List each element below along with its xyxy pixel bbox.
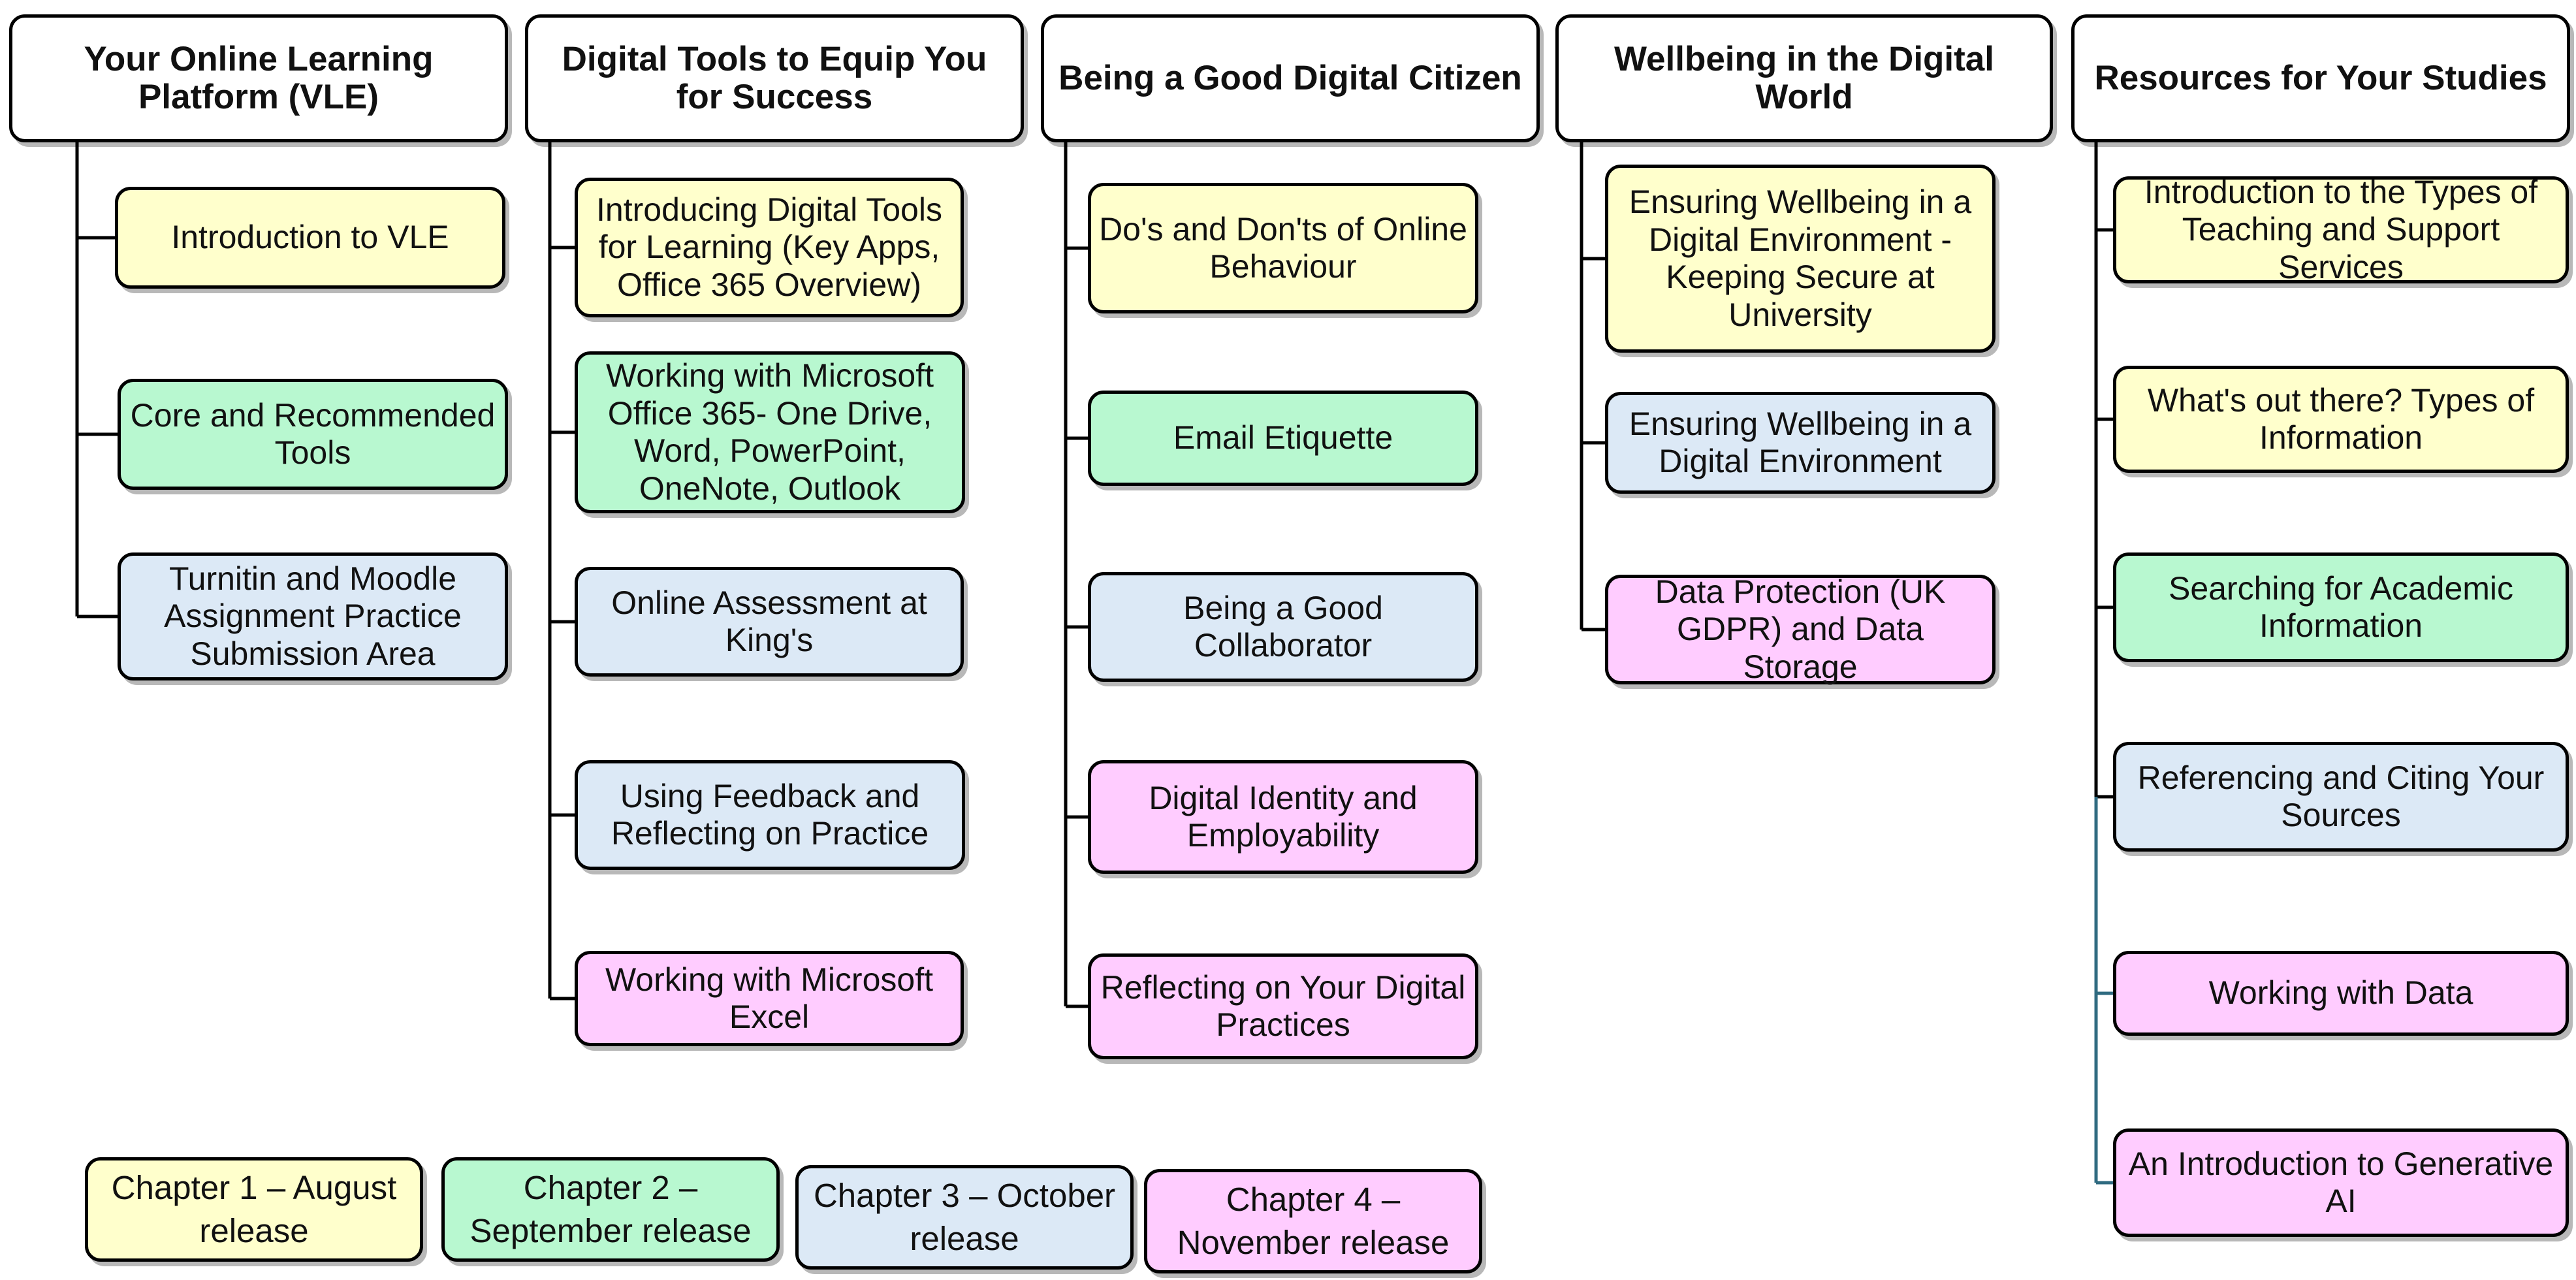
topic-box[interactable]: Using Feedback and Reflecting on Practic…	[575, 760, 965, 870]
topic-box[interactable]: Introduction to the Types of Teaching an…	[2113, 174, 2569, 285]
topic-box[interactable]: Introducing Digital Tools for Learning (…	[575, 178, 964, 317]
topic-box[interactable]: Turnitin and Moodle Assignment Practice …	[118, 552, 508, 680]
column-header-digital-tools: Digital Tools to Equip You for Success	[525, 14, 1024, 142]
topic-box[interactable]: Working with Microsoft Excel	[575, 951, 964, 1046]
topic-box[interactable]: Working with Data	[2113, 951, 2569, 1036]
column-header-vle: Your Online Learning Platform (VLE)	[9, 14, 508, 142]
topic-box[interactable]: Do's and Don'ts of Online Behaviour	[1088, 183, 1478, 313]
topic-box[interactable]: Searching for Academic Information	[2113, 552, 2569, 662]
topic-box[interactable]: Referencing and Citing Your Sources	[2113, 742, 2569, 852]
legend-chapter-3: Chapter 3 – October release	[795, 1165, 1134, 1270]
topic-box[interactable]: Digital Identity and Employability	[1088, 760, 1478, 874]
topic-box[interactable]: An Introduction to Generative AI	[2113, 1128, 2569, 1237]
legend-chapter-2: Chapter 2 – September release	[441, 1157, 780, 1262]
topic-box[interactable]: Email Etiquette	[1088, 391, 1478, 486]
column-header-wellbeing: Wellbeing in the Digital World	[1555, 14, 2053, 142]
topic-box[interactable]: Core and Recommended Tools	[118, 379, 508, 490]
topic-box[interactable]: Working with Microsoft Office 365- One D…	[575, 351, 965, 513]
column-header-digital-citizen: Being a Good Digital Citizen	[1041, 14, 1540, 142]
topic-box[interactable]: Reflecting on Your Digital Practices	[1088, 953, 1478, 1059]
topic-box[interactable]: Ensuring Wellbeing in a Digital Environm…	[1605, 165, 1996, 353]
topic-box[interactable]: Being a Good Collaborator	[1088, 572, 1478, 682]
topic-box[interactable]: Ensuring Wellbeing in a Digital Environm…	[1605, 392, 1996, 494]
topic-box[interactable]: Online Assessment at King's	[575, 567, 964, 677]
legend-chapter-1: Chapter 1 – August release	[85, 1157, 423, 1262]
column-header-resources: Resources for Your Studies	[2071, 14, 2570, 142]
topic-box[interactable]: Introduction to VLE	[115, 187, 505, 289]
legend-chapter-4: Chapter 4 – November release	[1144, 1169, 1482, 1273]
topic-box[interactable]: Data Protection (UK GDPR) and Data Stora…	[1605, 573, 1996, 685]
topic-box[interactable]: What's out there? Types of Information	[2113, 366, 2569, 473]
